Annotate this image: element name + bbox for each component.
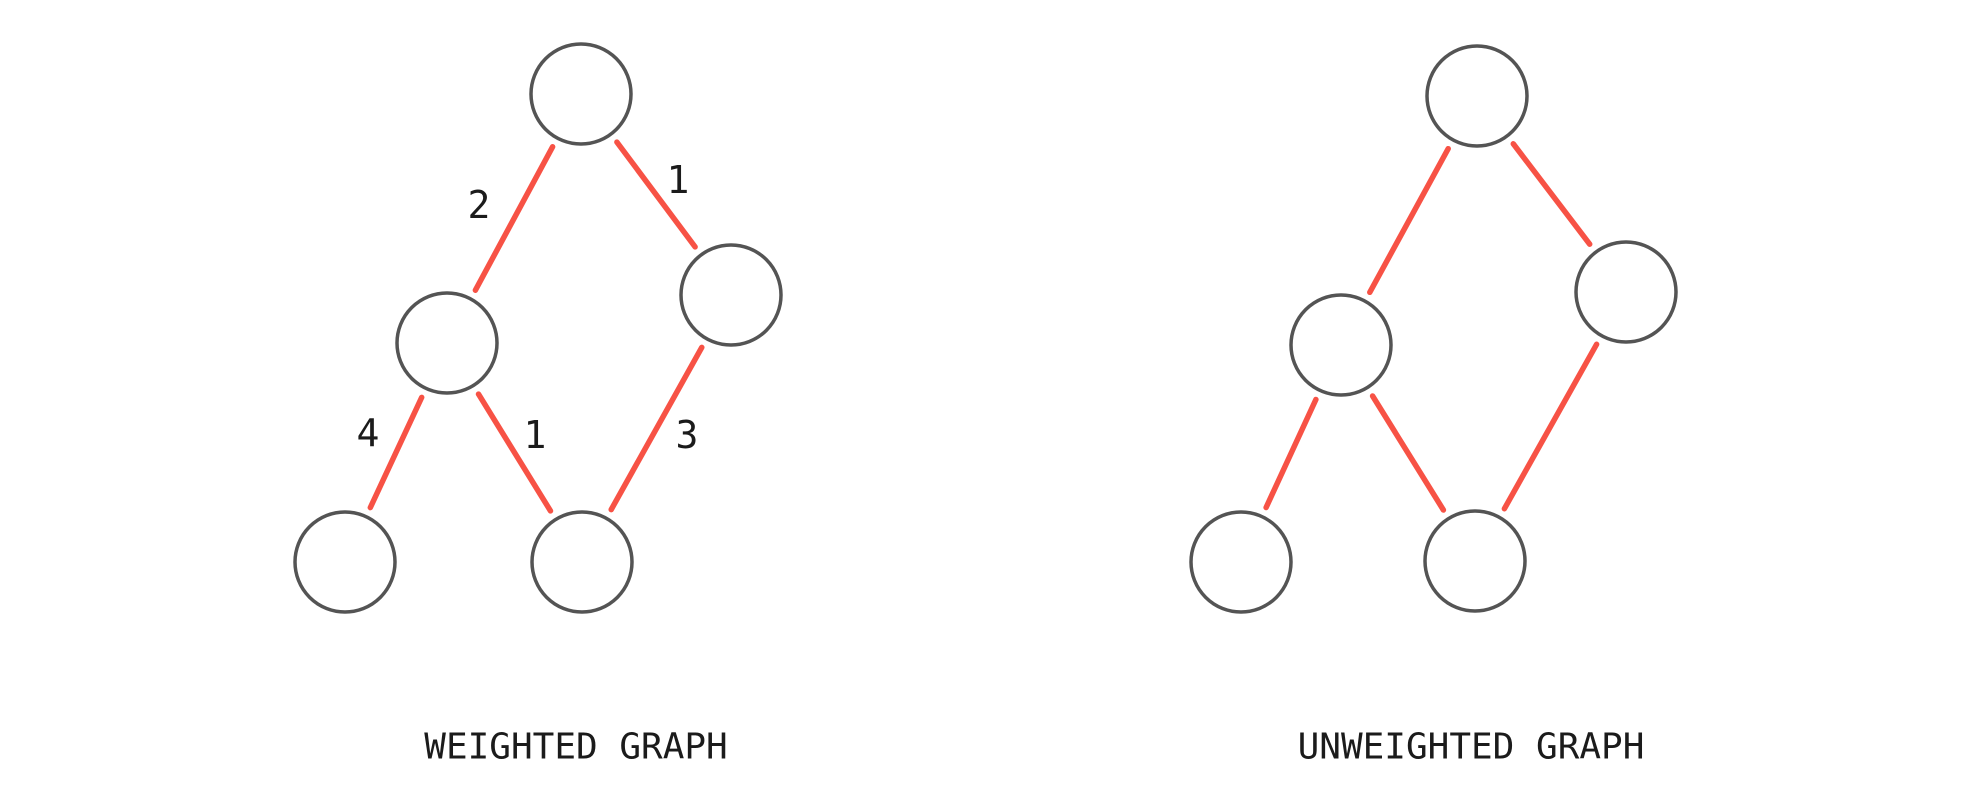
graph-node: [293, 510, 397, 614]
graph-edge: [472, 144, 556, 293]
graph-edge: [614, 139, 698, 250]
graph-edge: [1263, 396, 1319, 511]
graph-edge: [1367, 145, 1451, 296]
edge-weight-label: 3: [676, 413, 699, 457]
edge-weight-label: 2: [468, 183, 491, 227]
graph-edge: [367, 394, 425, 511]
graph-edge: [1510, 141, 1593, 247]
edge-weight-label: 1: [524, 413, 547, 457]
graph-node: [529, 42, 633, 146]
graph-edge: [1369, 393, 1447, 513]
graph-node: [1423, 509, 1527, 613]
graph-node: [1574, 240, 1678, 344]
graph-node: [679, 243, 783, 347]
weighted-graph: 2 1 4 1 3: [293, 42, 783, 614]
graph-node: [395, 291, 499, 395]
graph-edge: [475, 391, 554, 514]
graph-edge: [608, 344, 705, 513]
graph-node: [1189, 510, 1293, 614]
unweighted-graph-title: UNWEIGHTED GRAPH: [1298, 727, 1645, 768]
unweighted-graph: [1189, 44, 1678, 614]
edge-weight-label: 1: [667, 158, 690, 202]
graph-edge: [1501, 341, 1600, 512]
graph-node: [1289, 293, 1393, 397]
edge-weight-label: 4: [357, 411, 380, 455]
graph-node: [1425, 44, 1529, 148]
graph-node: [530, 510, 634, 614]
weighted-graph-title: WEIGHTED GRAPH: [424, 727, 727, 768]
